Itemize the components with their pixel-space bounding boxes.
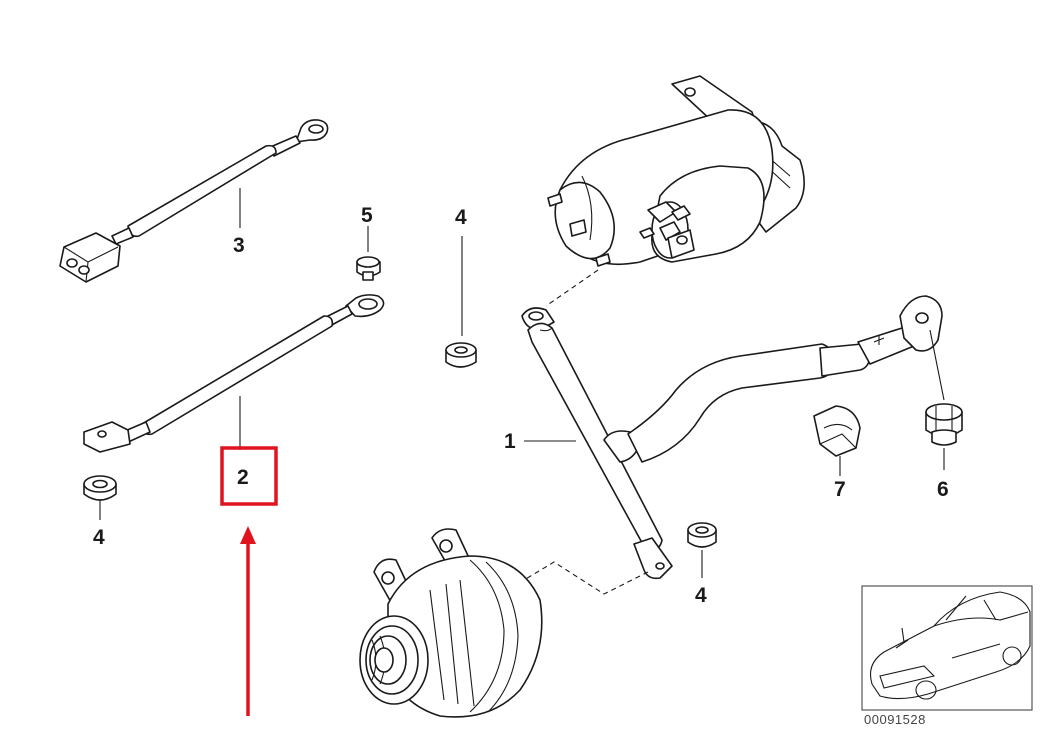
callout-5: 5 <box>361 204 373 227</box>
leader-6-upper <box>929 329 945 401</box>
callout-4-upper: 4 <box>455 206 467 229</box>
part-6-hex-nut <box>925 403 963 446</box>
highlight-box <box>220 446 278 506</box>
part-5-bolt <box>356 256 381 281</box>
part-2-ground-strap <box>83 294 385 453</box>
starter-pointer <box>545 269 599 307</box>
callout-1: 1 <box>504 430 516 453</box>
callout-6: 6 <box>937 478 949 501</box>
callout-4-lower: 4 <box>695 584 707 607</box>
part-4-nut-lower <box>687 522 717 548</box>
highlight-arrow <box>240 526 256 716</box>
callout-3: 3 <box>233 234 245 257</box>
alternator <box>359 528 543 718</box>
callout-4-left: 4 <box>93 526 105 549</box>
part-7-clip <box>813 405 861 457</box>
callout-7: 7 <box>834 478 846 501</box>
inset-code: 00091528 <box>864 712 926 727</box>
part-3-cable-with-connector <box>59 119 329 283</box>
alternator-pointer <box>523 561 649 595</box>
part-4-nut-left <box>83 475 117 501</box>
inset-car-thumbnail <box>861 585 1033 711</box>
part-4-nut-upper <box>445 342 477 368</box>
starter-motor <box>547 75 805 267</box>
callout-2: 2 <box>237 466 249 489</box>
part-1-battery-cable <box>521 295 943 580</box>
